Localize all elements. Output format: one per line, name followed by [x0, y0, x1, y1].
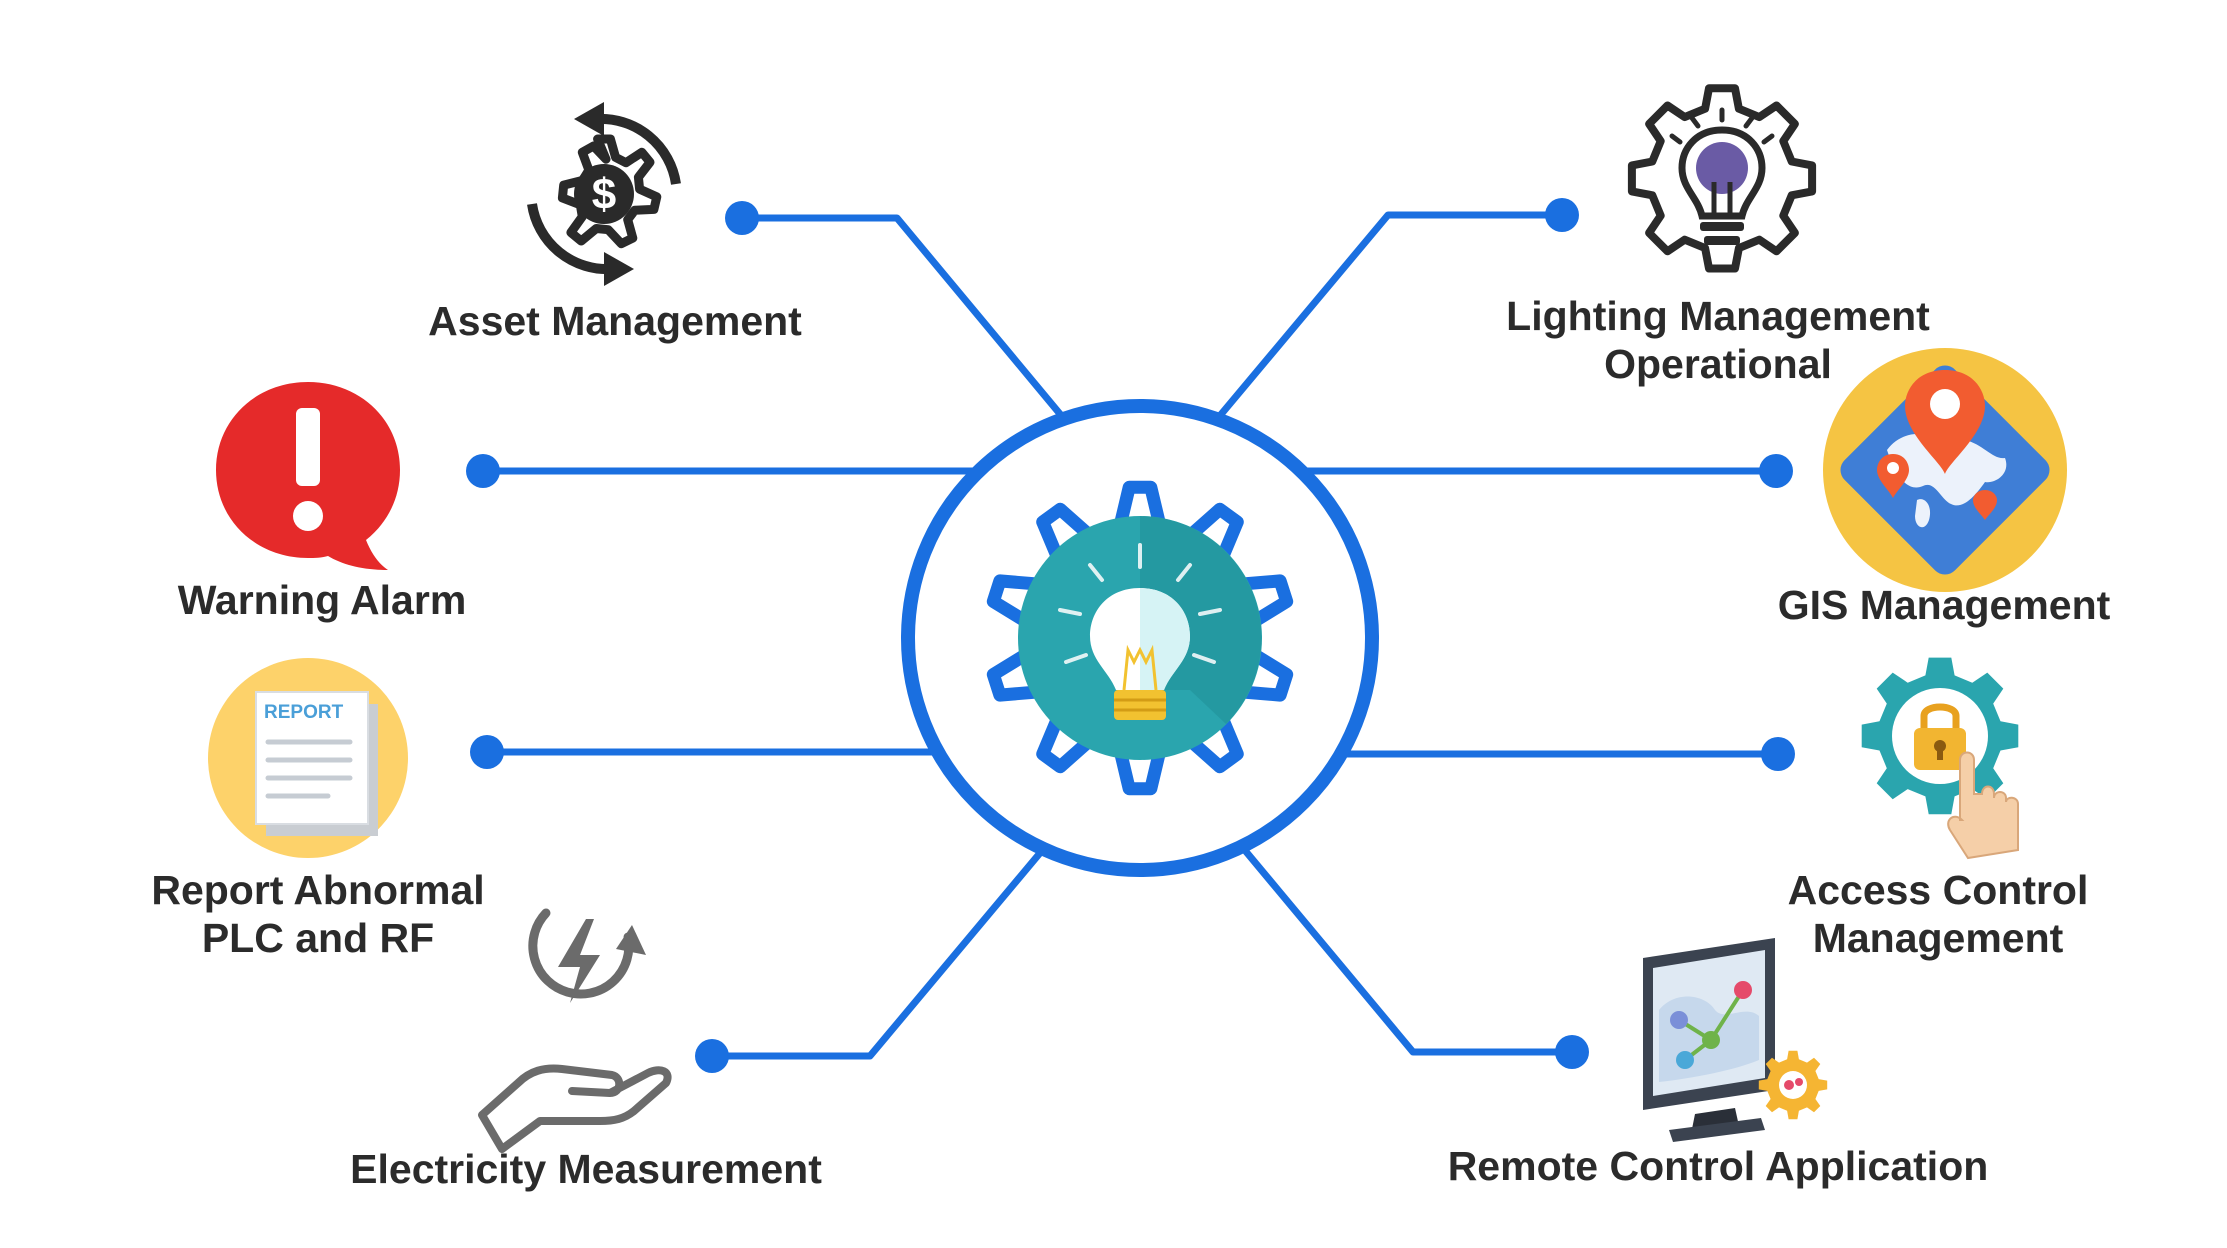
dot-remote: [1555, 1035, 1589, 1069]
world-map-pin-icon: [1823, 348, 2067, 592]
connector-electricity: [708, 849, 1044, 1060]
dot-asset: [725, 201, 759, 235]
report-badge: REPORT: [264, 702, 344, 723]
connector-asset: [738, 214, 1069, 424]
dot-electricity: [695, 1039, 729, 1073]
gear-lightbulb-icon: [901, 399, 1379, 877]
label-asset-management: Asset Management: [428, 298, 802, 344]
label-remote-control: Remote Control Application: [1447, 1143, 1989, 1189]
connector-remote: [1239, 844, 1576, 1056]
connector-dots: [466, 198, 1795, 1073]
label-lighting-management: Lighting Management Operational: [1506, 293, 1930, 387]
dollar-gear-cycle-icon: $: [527, 102, 681, 286]
label-access-control: Access Control Management: [1787, 867, 2089, 961]
alarm-exclamation-icon: [216, 382, 400, 570]
label-report-abnormal: Report Abnormal PLC and RF: [151, 867, 485, 961]
connector-lighting: [1214, 211, 1566, 422]
lock-gear-touch-icon: [1861, 657, 2019, 860]
dot-report: [470, 735, 504, 769]
dot-access: [1761, 737, 1795, 771]
energy-hand-icon: [478, 908, 672, 1153]
label-electricity-measurement: Electricity Measurement: [350, 1146, 822, 1192]
lightbulb-gear-icon: [1627, 84, 1817, 273]
label-warning-alarm: Warning Alarm: [177, 577, 467, 623]
label-gis-management: GIS Management: [1777, 582, 2111, 628]
dot-lighting: [1545, 198, 1579, 232]
svg-text:$: $: [592, 170, 616, 219]
monitor-network-icon: [1643, 938, 1828, 1142]
report-document-icon: REPORT: [208, 658, 408, 858]
dot-gis: [1759, 454, 1793, 488]
dot-warning: [466, 454, 500, 488]
connectors: [479, 211, 1782, 1060]
